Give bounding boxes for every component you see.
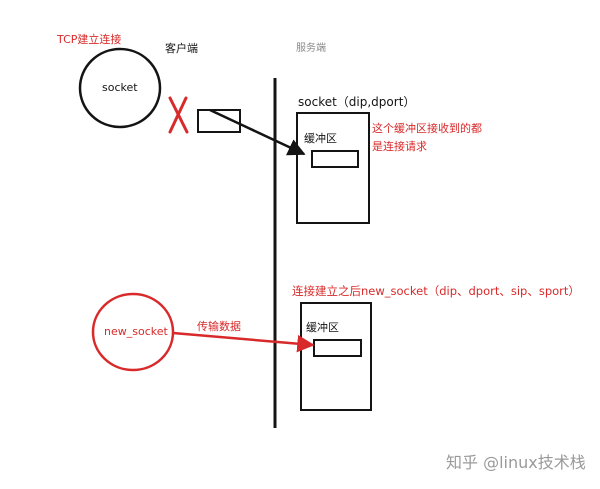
new-socket-buffer-slot <box>313 339 362 357</box>
new-socket-box <box>300 302 372 411</box>
connection-request-arrow <box>209 108 306 156</box>
client-label: 客户端 <box>165 42 198 55</box>
buffer-note-line2: 是连接请求 <box>372 140 427 153</box>
socket-node-label: socket <box>102 81 138 94</box>
server-label: 服务端 <box>296 43 326 54</box>
packet-box <box>197 109 241 133</box>
new-socket-circle <box>91 292 175 372</box>
client-socket-circle <box>78 47 162 129</box>
new-socket-node-label: new_socket <box>104 325 168 338</box>
tcp-setup-label: TCP建立连接 <box>57 33 122 46</box>
transfer-data-label: 传输数据 <box>197 320 241 333</box>
red-x-mark <box>168 96 189 134</box>
server-socket-box <box>296 112 370 224</box>
server-buffer-slot <box>311 150 359 168</box>
watermark: 知乎 @linux技术栈 <box>446 453 586 472</box>
after-connect-label: 连接建立之后new_socket（dip、dport、sip、sport） <box>292 284 580 298</box>
data-transfer-arrow <box>172 331 315 353</box>
buffer-top-label: 缓冲区 <box>304 132 337 145</box>
listen-socket-label: socket（dip,dport） <box>298 95 416 109</box>
buffer-bottom-label: 缓冲区 <box>306 321 339 334</box>
buffer-note-line1: 这个缓冲区接收到的都 <box>372 122 482 135</box>
